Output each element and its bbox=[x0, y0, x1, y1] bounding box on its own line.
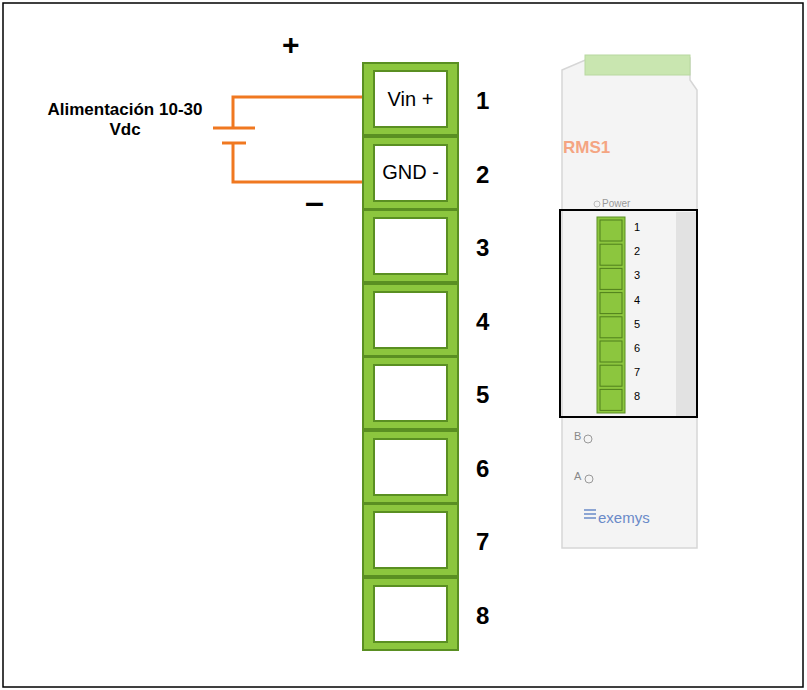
terminal-cell: Vin +1 bbox=[362, 62, 459, 136]
terminal-number: 2 bbox=[476, 161, 489, 189]
terminal-slot bbox=[373, 511, 448, 569]
terminal-cell: 6 bbox=[362, 430, 459, 504]
terminal-cell: 7 bbox=[362, 503, 459, 577]
led-label: A bbox=[574, 470, 581, 482]
terminal-number: 6 bbox=[476, 455, 489, 483]
power-led-label: Power bbox=[602, 198, 630, 209]
terminal-cell: 8 bbox=[362, 577, 459, 651]
brand-logo: exemys bbox=[598, 509, 650, 526]
terminal-cell: 4 bbox=[362, 283, 459, 357]
polarity-sign: + bbox=[282, 28, 300, 62]
terminal-number: 7 bbox=[476, 528, 489, 556]
terminal-number: 4 bbox=[476, 308, 489, 336]
terminal-cell: GND -2 bbox=[362, 136, 459, 210]
pin-number: 3 bbox=[634, 269, 640, 281]
terminal-slot: GND - bbox=[373, 144, 448, 202]
device-name: RMS1 bbox=[563, 138, 610, 158]
terminal-name: Vin + bbox=[381, 89, 441, 110]
polarity-sign: – bbox=[305, 182, 324, 221]
led-label: B bbox=[574, 430, 581, 442]
terminal-number: 8 bbox=[476, 602, 489, 630]
terminal-slot bbox=[373, 438, 448, 496]
device-housing bbox=[560, 55, 697, 548]
pin-number: 7 bbox=[634, 366, 640, 378]
terminal-number: 3 bbox=[476, 234, 489, 262]
terminal-slot bbox=[373, 291, 448, 349]
terminal-slot bbox=[373, 585, 448, 643]
pin-number: 4 bbox=[634, 294, 640, 306]
terminal-name: GND - bbox=[381, 162, 441, 183]
frame bbox=[3, 3, 803, 687]
terminal-slot bbox=[373, 364, 448, 422]
terminal-cell: 5 bbox=[362, 356, 459, 430]
terminal-number: 1 bbox=[476, 87, 489, 115]
terminal-number: 5 bbox=[476, 381, 489, 409]
terminal-cell: 3 bbox=[362, 209, 459, 283]
terminal-slot: Vin + bbox=[373, 70, 448, 128]
pin-number: 6 bbox=[634, 342, 640, 354]
pin-number: 5 bbox=[634, 318, 640, 330]
terminal-slot bbox=[373, 217, 448, 275]
power-wires bbox=[213, 97, 375, 182]
device: RMS1PowerB Aexemys bbox=[562, 58, 697, 548]
pin-number: 8 bbox=[634, 390, 640, 402]
power-supply-label: Alimentación 10-30 Vdc bbox=[45, 100, 205, 140]
pin-number: 2 bbox=[634, 245, 640, 257]
pin-number: 1 bbox=[634, 221, 640, 233]
